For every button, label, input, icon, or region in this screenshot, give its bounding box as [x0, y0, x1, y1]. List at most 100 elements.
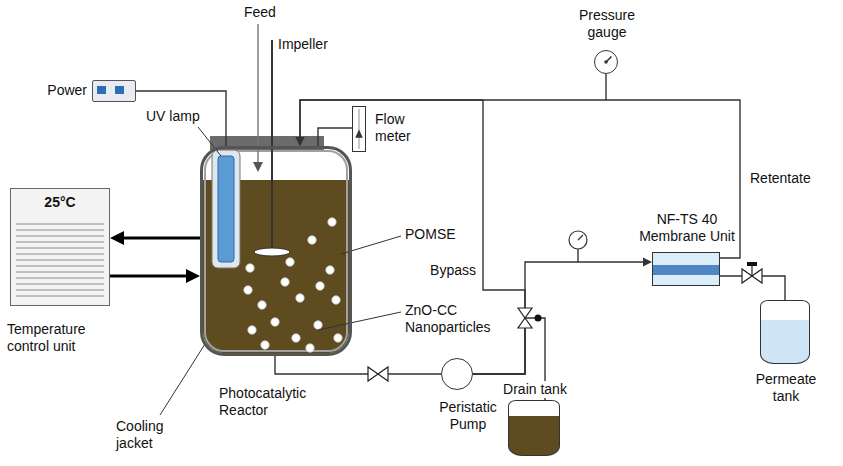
flow-meter: Flow meter [352, 106, 366, 152]
valve-symbol [752, 269, 762, 283]
valve-symbol [518, 308, 532, 318]
component-label: Flow meter [375, 111, 427, 145]
valve-symbol [368, 367, 378, 381]
feed-arrowhead [253, 162, 263, 172]
arrowhead [643, 258, 652, 267]
cooler-grille [16, 278, 104, 279]
connector-line [124, 237, 200, 240]
connector-line [110, 275, 186, 278]
connector [136, 91, 226, 146]
nanoparticle [296, 294, 304, 302]
connector-line [275, 356, 441, 374]
valve-symbol [742, 269, 752, 283]
nanoparticle [328, 218, 336, 226]
drain-tank: Drain tank [508, 400, 560, 456]
cooler-grille [16, 272, 104, 273]
feed-label: Feed [244, 4, 276, 21]
cooler-grille [16, 260, 104, 261]
nanoparticle [261, 341, 269, 349]
connector [110, 269, 200, 283]
impeller-shaft [271, 40, 273, 250]
valve-stem [751, 265, 752, 276]
connector [110, 231, 200, 245]
flow-meter-tube [358, 109, 359, 149]
component-label: Photocatalytic Reactor [219, 385, 325, 419]
part-label: Impeller [278, 36, 328, 53]
nanoparticle [281, 278, 289, 286]
flow-meter-float [355, 130, 363, 138]
component-label: Pressure gauge [567, 7, 647, 41]
nanoparticle [308, 236, 316, 244]
nanoparticle [258, 301, 266, 309]
nanoparticle [248, 326, 256, 334]
cooler-grille [16, 284, 104, 285]
arrowhead [186, 269, 200, 283]
arrowhead [296, 137, 305, 146]
cooler-grille [16, 290, 104, 291]
photocatalytic-reactor: Photocatalytic Reactor [200, 146, 352, 356]
connector-line [473, 262, 643, 374]
cooler-body [10, 188, 110, 306]
nanoparticle [334, 334, 342, 342]
connector [275, 356, 441, 374]
connector [318, 128, 352, 146]
arrowhead [296, 137, 305, 146]
gauge-stem [577, 249, 578, 262]
cooler-grille [16, 242, 104, 243]
permeate-tank: Permeate tank [760, 300, 810, 364]
jacket-band [205, 151, 347, 351]
nanoparticle [332, 296, 340, 304]
cooler-grille [16, 254, 104, 255]
cooler-grille [16, 266, 104, 267]
gauge-pivot [604, 60, 608, 64]
part-label: ZnO-CC Nanoparticles [405, 302, 499, 336]
nanoparticle [292, 334, 300, 342]
component-label: Power [47, 82, 87, 99]
arrowhead [110, 231, 124, 245]
cooler-grille-group [16, 224, 104, 296]
uv-lamp-sleeve [212, 150, 240, 268]
part-label: UV lamp [146, 108, 200, 125]
cooler-grille [16, 296, 104, 297]
connector-line [720, 276, 785, 300]
connector [296, 100, 526, 374]
connector-line [136, 91, 226, 146]
power-supply: Power [92, 80, 136, 102]
leader-line [160, 344, 205, 415]
nanoparticle [326, 266, 334, 274]
leader-line [198, 127, 221, 156]
cooler-grille [16, 236, 104, 237]
impeller-blade [254, 248, 290, 256]
gauge-needle [578, 235, 583, 240]
temperature-reading: 25°C [11, 194, 109, 211]
part-label: POMSE [405, 226, 456, 243]
flow-meter-icon [353, 107, 365, 151]
edge-label: Retentate [748, 170, 813, 187]
temperature-control-unit: 25°CTemperature control unit [10, 188, 110, 306]
nanoparticle [244, 286, 252, 294]
valve-knob [535, 315, 542, 322]
pressure-gauge: Pressure gauge [594, 50, 618, 74]
connector [720, 276, 785, 300]
component-label: NF-TS 40 Membrane Unit [629, 211, 745, 245]
connector-line [300, 100, 525, 374]
indicator-light [115, 86, 124, 94]
component-label: Drain tank [495, 381, 575, 398]
nanoparticle [286, 258, 294, 266]
uv-lamp-tube [218, 156, 234, 262]
membrane-unit: NF-TS 40 Membrane Unit [652, 252, 720, 286]
part-label: Cooling jacket [116, 418, 178, 452]
feed-pressure-gauge [569, 231, 587, 249]
component-label: Permeate tank [751, 371, 821, 405]
leader-line [318, 312, 401, 330]
cooler-grille [16, 230, 104, 231]
peristaltic-pump: Peristatic Pump [441, 358, 473, 390]
nanoparticle [306, 344, 314, 352]
connector-line [318, 128, 352, 146]
connector [473, 258, 652, 375]
gauge-face [595, 51, 617, 73]
valve-symbol [518, 318, 532, 328]
feed-line [257, 24, 258, 163]
nanoparticle [246, 264, 254, 272]
